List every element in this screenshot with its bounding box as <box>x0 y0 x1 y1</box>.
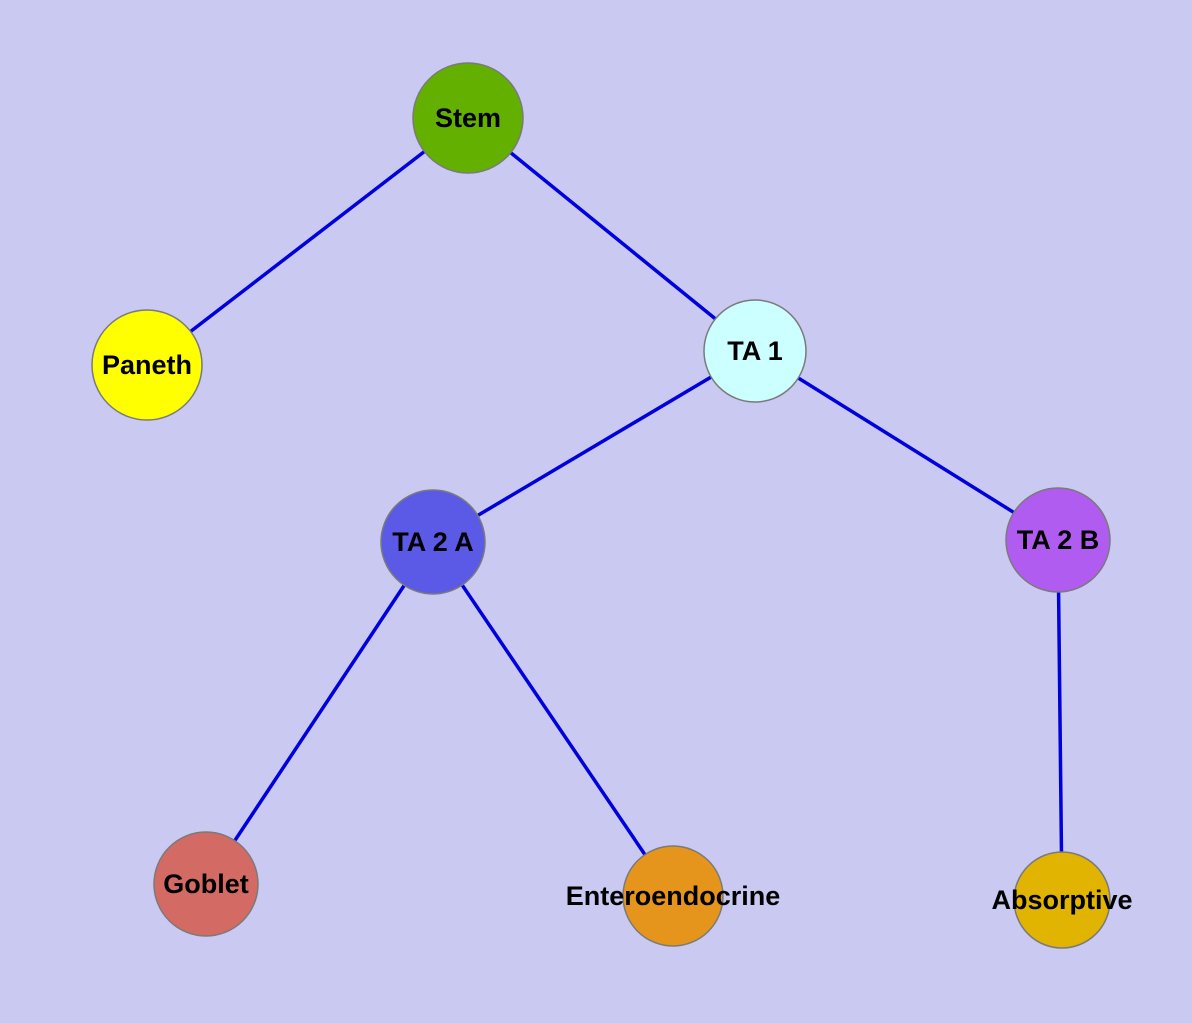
node-circle-goblet[interactable] <box>153 831 259 937</box>
node-ta2a[interactable]: TA 2 A <box>380 489 486 595</box>
node-goblet[interactable]: Goblet <box>153 831 259 937</box>
edge-ta2a-goblet <box>204 540 435 886</box>
node-ta1[interactable]: TA 1 <box>703 299 807 403</box>
edge-stem-paneth <box>145 116 470 367</box>
node-enteroendocrine[interactable]: Enteroendocrine <box>566 845 781 947</box>
node-paneth[interactable]: Paneth <box>91 309 203 421</box>
node-ta2b[interactable]: TA 2 B <box>1005 487 1111 593</box>
node-stem[interactable]: Stem <box>412 62 524 174</box>
edge-ta1-ta2a <box>431 349 757 544</box>
node-circle-stem[interactable] <box>412 62 524 174</box>
edge-ta2a-enteroendocrine <box>431 540 675 898</box>
edge-ta1-ta2b <box>753 349 1060 542</box>
edge-ta2b-absorptive <box>1056 538 1064 902</box>
node-absorptive[interactable]: Absorptive <box>991 851 1133 949</box>
node-circle-enteroendocrine[interactable] <box>622 845 724 947</box>
node-circle-ta2b[interactable] <box>1005 487 1111 593</box>
node-circle-ta2a[interactable] <box>380 489 486 595</box>
node-circle-absorptive[interactable] <box>1013 851 1111 949</box>
node-circle-paneth[interactable] <box>91 309 203 421</box>
node-circle-ta1[interactable] <box>703 299 807 403</box>
edge-stem-ta1 <box>466 116 757 353</box>
